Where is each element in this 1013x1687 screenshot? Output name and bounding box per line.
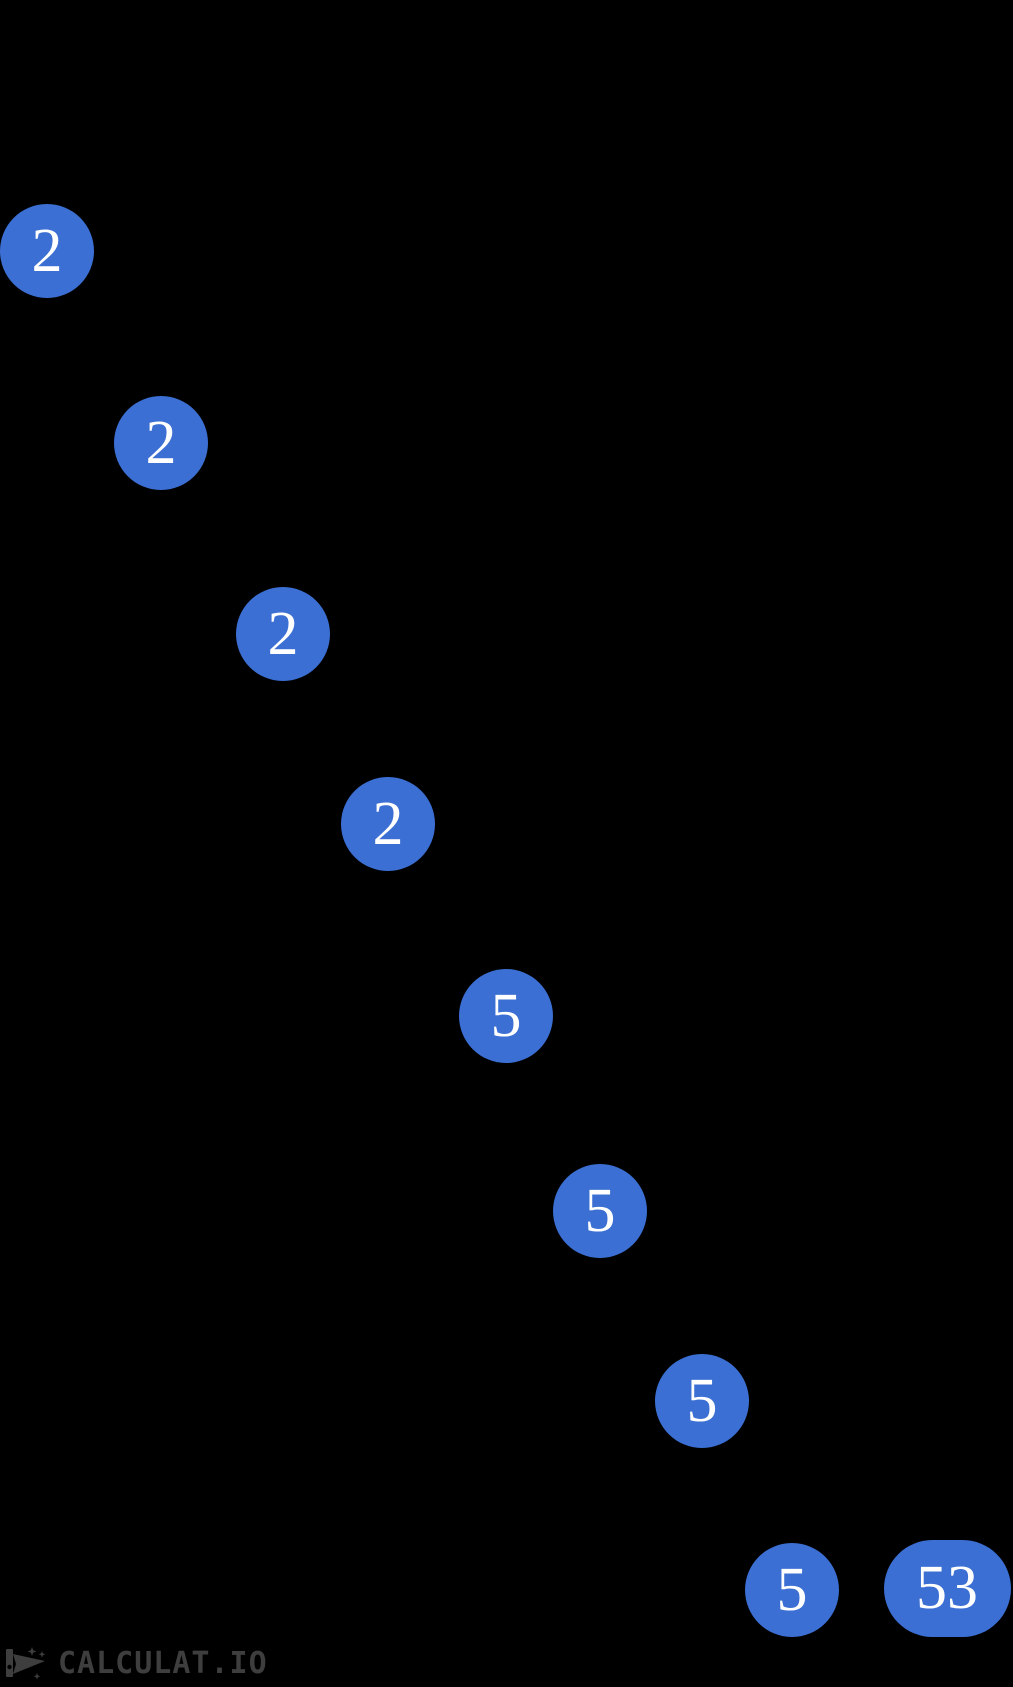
factor-node: 5: [553, 1164, 647, 1258]
factor-node: 2: [114, 396, 208, 490]
factor-node: 5: [459, 969, 553, 1063]
factor-node: 53: [883, 1539, 1011, 1637]
calculatio-logo: CALCULAT.IO: [4, 1645, 268, 1683]
factor-node: 2: [236, 587, 330, 681]
factor-node: 5: [655, 1354, 749, 1448]
factor-node: 5: [745, 1543, 839, 1637]
factor-node: 2: [0, 204, 94, 298]
factor-node: 2: [341, 777, 435, 871]
paper-plane-doodle-icon: [4, 1645, 50, 1683]
logo-text: CALCULAT.IO: [58, 1646, 268, 1681]
